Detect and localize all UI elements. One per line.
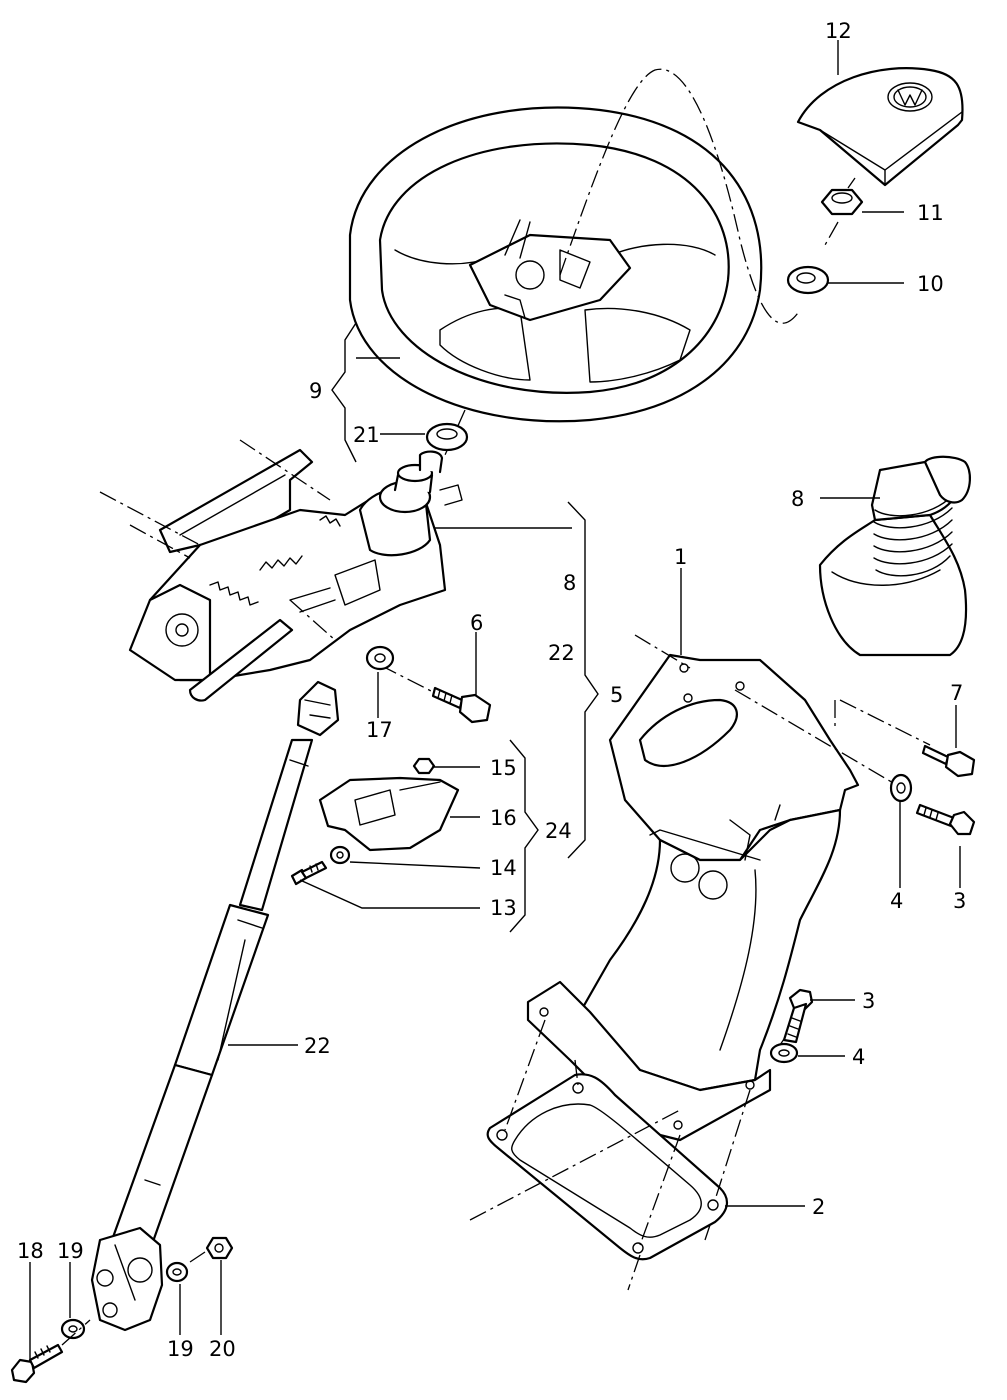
callout-4-upper: 4 xyxy=(890,889,903,913)
callout-12: 12 xyxy=(825,19,852,43)
callout-10: 10 xyxy=(917,272,944,296)
callout-4-lower: 4 xyxy=(852,1045,865,1069)
callout-18: 18 xyxy=(17,1239,44,1263)
callout-5: 5 xyxy=(610,683,623,707)
callout-labels: 12 11 10 8 1 7 4 3 3 4 2 9 21 8 22 5 6 1… xyxy=(17,19,966,1361)
callout-8-column: 8 xyxy=(563,571,576,595)
nut-15 xyxy=(412,757,436,775)
washer-4-upper xyxy=(889,773,913,803)
washer-17 xyxy=(365,645,395,671)
bolt-3-upper xyxy=(915,803,976,836)
bolt-7 xyxy=(921,744,976,778)
callout-8-boot: 8 xyxy=(791,487,804,511)
gasket-2 xyxy=(486,1073,728,1261)
callout-15: 15 xyxy=(490,756,517,780)
callout-17: 17 xyxy=(366,718,393,742)
callout-22-column: 22 xyxy=(548,641,575,665)
callout-13: 13 xyxy=(490,896,517,920)
washer-10 xyxy=(786,265,830,295)
steering-wheel xyxy=(348,106,763,423)
column-shroud xyxy=(526,653,860,1142)
washer-14 xyxy=(329,845,351,865)
callout-20: 20 xyxy=(209,1337,236,1361)
washer-19-right xyxy=(165,1261,189,1283)
callout-22-shaft: 22 xyxy=(304,1034,331,1058)
callout-16: 16 xyxy=(490,806,517,830)
callout-24: 24 xyxy=(545,819,572,843)
trim-cover-16 xyxy=(318,776,460,852)
steering-column-housing xyxy=(128,448,463,702)
callout-11: 11 xyxy=(917,201,944,225)
callout-6: 6 xyxy=(470,611,483,635)
callout-2: 2 xyxy=(812,1195,825,1219)
assembly-line xyxy=(559,68,801,324)
bolt-3-lower xyxy=(782,988,814,1044)
callout-19-left: 19 xyxy=(57,1239,84,1263)
bolt-6 xyxy=(431,686,492,724)
steering-boot xyxy=(818,455,971,657)
callout-9: 9 xyxy=(309,379,322,403)
callout-1: 1 xyxy=(674,545,687,569)
callout-7: 7 xyxy=(950,681,963,705)
nut-11 xyxy=(820,188,864,216)
leader-lines xyxy=(29,40,961,1360)
bolt-18 xyxy=(10,1343,64,1384)
nut-20 xyxy=(205,1236,234,1260)
callout-3-upper: 3 xyxy=(953,889,966,913)
screw-13 xyxy=(290,860,328,886)
washer-4-lower xyxy=(769,1042,799,1064)
callout-21: 21 xyxy=(353,423,380,447)
callout-19-right: 19 xyxy=(167,1337,194,1361)
steering-shaft xyxy=(90,680,340,1332)
horn-pad xyxy=(796,67,964,187)
washer-21 xyxy=(425,422,469,452)
callout-3-lower: 3 xyxy=(862,989,875,1013)
washer-19-left xyxy=(60,1318,86,1340)
callout-14: 14 xyxy=(490,856,517,880)
vw-logo-icon xyxy=(887,82,933,112)
